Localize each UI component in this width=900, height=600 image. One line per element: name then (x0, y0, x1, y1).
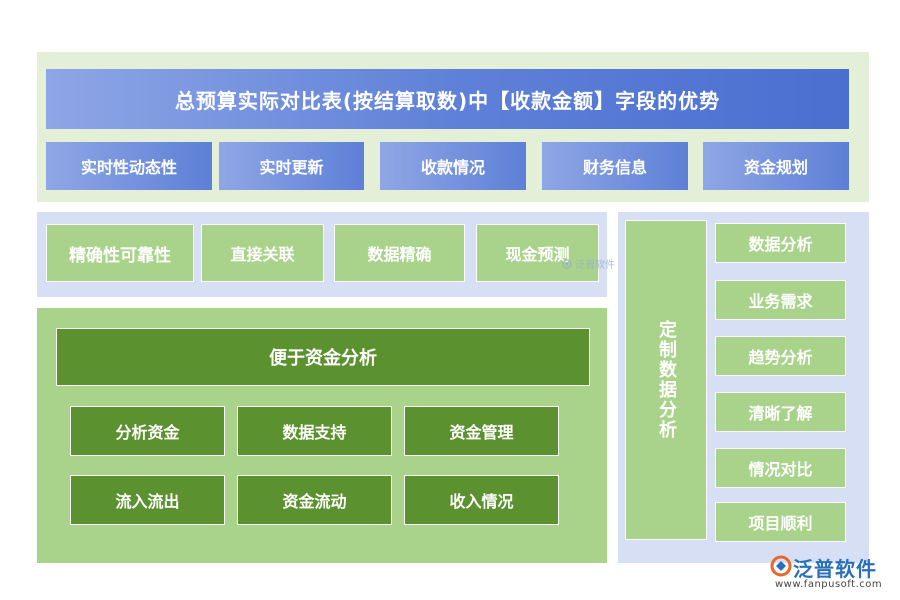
item-business-needs: 业务需求 (715, 280, 846, 320)
analysis-header: 便于资金分析 (56, 328, 590, 386)
brand-logo-icon (770, 555, 792, 577)
box-fund-management: 资金管理 (404, 406, 559, 456)
small-watermark: 泛普软件 (562, 256, 615, 271)
box-fund-planning: 资金规划 (703, 142, 849, 190)
custom-analysis-vertical: 定制数据分析 (625, 220, 707, 540)
box-fund-flow: 资金流动 (237, 475, 392, 525)
box-direct-link: 直接关联 (201, 224, 324, 282)
small-watermark-text: 泛普软件 (575, 260, 615, 271)
box-financial-info: 财务信息 (542, 142, 688, 190)
box-realtime-update: 实时更新 (219, 142, 364, 190)
box-data-accuracy: 数据精确 (334, 224, 465, 282)
item-data-analysis: 数据分析 (715, 223, 846, 263)
box-cash-forecast: 现金预测 (476, 224, 599, 282)
item-clear-understanding: 清晰了解 (715, 392, 846, 432)
item-project-smooth: 项目顺利 (715, 502, 846, 542)
brand-name: 泛普软件 (793, 557, 877, 581)
brand-url: www.fanpusoft.com (775, 579, 883, 590)
box-data-support: 数据支持 (237, 406, 392, 456)
diagram-title: 总预算实际对比表(按结算取数)中【收款金额】字段的优势 (46, 69, 849, 129)
box-accuracy-reliability: 精确性可靠性 (46, 224, 194, 282)
box-analyze-funds: 分析资金 (70, 406, 225, 456)
box-inflow-outflow: 流入流出 (70, 475, 225, 525)
watermark-logo-icon (562, 258, 572, 269)
item-trend-analysis: 趋势分析 (715, 336, 846, 376)
item-status-comparison: 情况对比 (715, 448, 846, 488)
box-receipt-status: 收款情况 (380, 142, 526, 190)
box-income-status: 收入情况 (404, 475, 559, 525)
box-realtime-dynamic: 实时性动态性 (46, 142, 212, 190)
